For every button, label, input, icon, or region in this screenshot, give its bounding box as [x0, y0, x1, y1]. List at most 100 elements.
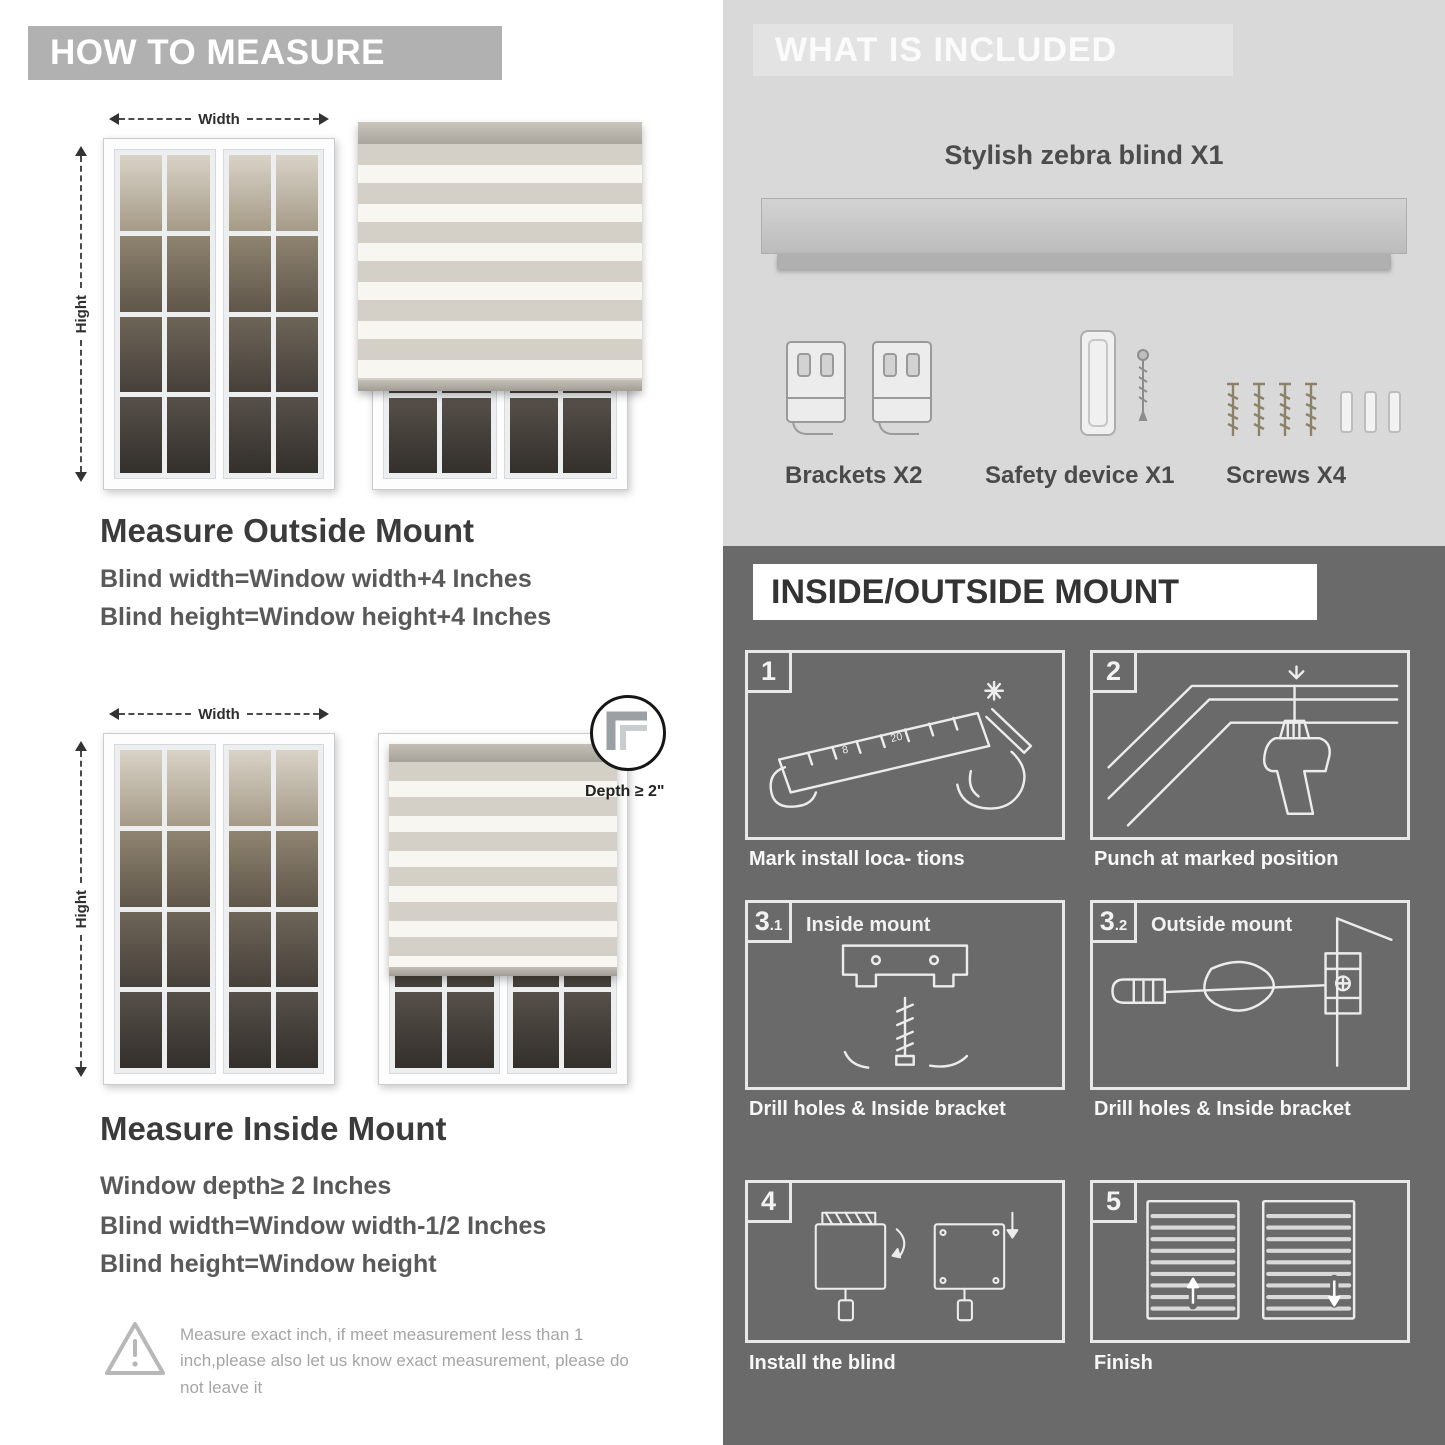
frame-corner-icon [606, 711, 647, 750]
window-pane [228, 750, 271, 826]
step-number: 5 [1093, 1183, 1137, 1223]
height-label: Hight [72, 294, 90, 334]
width-label: Width [198, 705, 240, 723]
window-pane [228, 235, 271, 312]
step-panel-3-2: 3.2 Outside mount [1090, 900, 1410, 1090]
included-blind-cassette-lip [777, 253, 1391, 269]
window-pane [228, 316, 271, 393]
brackets-label: Brackets X2 [785, 462, 923, 489]
arrow-left-icon [103, 113, 119, 125]
arrow-right-icon [319, 708, 335, 720]
arrow-left-icon [103, 708, 119, 720]
depth-callout-circle [590, 695, 666, 771]
window-pane [395, 992, 442, 1068]
window-pane [120, 235, 163, 312]
window-pane [167, 911, 210, 988]
step-number: 4 [748, 1183, 792, 1223]
window-pane [120, 316, 163, 393]
height-arrow-inside: Hight [72, 735, 90, 1083]
window-pane [120, 992, 163, 1068]
outside-mount-title: Measure Outside Mount [100, 512, 475, 549]
step-caption-1: Mark install loca- tions [749, 848, 965, 870]
window-pane [564, 992, 611, 1068]
window-pane [120, 830, 163, 907]
window-pane [446, 992, 494, 1068]
window-pane [228, 911, 271, 988]
width-arrow-outside: Width [103, 110, 335, 128]
window-photo-outside [103, 138, 335, 490]
what-is-included-header: WHAT IS INCLUDED [753, 24, 1233, 76]
window-sash [222, 149, 324, 479]
measure-note: Measure exact inch, if meet measurement … [180, 1325, 629, 1397]
outside-bracket-sketch-icon [1111, 917, 1393, 1067]
width-arrow-inside: Width [103, 705, 335, 723]
window-pane [120, 750, 163, 826]
what-is-included-section: WHAT IS INCLUDED Stylish zebra blind X1 [723, 0, 1445, 546]
window-sash [222, 744, 324, 1074]
step-panel-5: 5 [1090, 1180, 1410, 1343]
step-number: 3.1 [748, 903, 792, 943]
mount-guide-header: INSIDE/OUTSIDE MOUNT [753, 564, 1317, 620]
window-pane [275, 397, 318, 473]
mark-locations-sketch-icon: 8 20 [769, 680, 1033, 810]
step-panel-1: 8 20 1 [745, 650, 1065, 840]
blind-bottom-rail [358, 380, 642, 391]
step-caption-3-2: Drill holes & Inside bracket [1094, 1098, 1351, 1120]
height-label: Hight [72, 889, 90, 929]
blind-stripes [358, 144, 642, 380]
window-pane [167, 235, 210, 312]
step-panel-3-1: 3.1 Inside mount [745, 900, 1065, 1090]
how-to-measure-header: HOW TO MEASURE [28, 26, 502, 80]
zebra-blind-inside [389, 744, 617, 976]
step-number: 3.2 [1093, 903, 1137, 943]
arrow-right-icon [319, 113, 335, 125]
inside-rule-2: Blind width=Window width-1/2 Inches [100, 1212, 547, 1240]
step-number: 2 [1093, 653, 1137, 693]
inside-rule-1: Window depth≥ 2 Inches [100, 1172, 392, 1200]
window-pane [228, 397, 271, 473]
window-pane [228, 992, 271, 1068]
svg-text:20: 20 [889, 731, 903, 745]
step-caption-2: Punch at marked position [1094, 848, 1339, 870]
height-arrow-outside: Hight [72, 140, 90, 488]
arrow-down-icon [75, 472, 87, 488]
window-pane [120, 911, 163, 988]
window-photo-inside [103, 733, 335, 1085]
window-pane [120, 397, 163, 473]
window-pane [275, 316, 318, 393]
blind-cassette [358, 122, 642, 144]
screws-label: Screws X4 [1226, 462, 1347, 489]
window-pane [389, 397, 438, 473]
step-panel-4: 4 [745, 1180, 1065, 1343]
mount-guide-section: INSIDE/OUTSIDE MOUNT 8 20 1 Mark install… [723, 546, 1445, 1445]
arrow-up-icon [75, 735, 87, 751]
finish-sketch-icon [1146, 1199, 1356, 1320]
window-sash [114, 149, 216, 479]
window-pane [167, 155, 210, 231]
inside-mount-title: Measure Inside Mount [100, 1110, 447, 1147]
window-pane [275, 830, 318, 907]
window-pane [512, 992, 560, 1068]
drill-sketch-icon [1107, 665, 1399, 827]
window-pane [167, 316, 210, 393]
window-pane [275, 155, 318, 231]
blind-cassette [389, 744, 617, 762]
safety-device-icon [1080, 330, 1149, 436]
step-caption-4: Install the blind [749, 1352, 896, 1374]
screws-icon [1227, 382, 1401, 436]
inside-bracket-sketch-icon [841, 944, 969, 1069]
step-panel-2: 2 [1090, 650, 1410, 840]
included-blind-label: Stylish zebra blind X1 [944, 140, 1224, 170]
step-caption-3-1: Drill holes & Inside bracket [749, 1098, 1006, 1120]
inside-rule-3: Blind height=Window height [100, 1250, 437, 1278]
install-blind-sketch-icon [814, 1211, 1019, 1322]
brackets-icon [786, 341, 932, 435]
svg-text:8: 8 [841, 744, 850, 757]
window-pane [167, 992, 210, 1068]
arrow-up-icon [75, 140, 87, 156]
arrow-down-icon [75, 1067, 87, 1083]
outside-rule-1: Blind width=Window width+4 Inches [100, 565, 532, 593]
included-blind-cassette [761, 198, 1407, 254]
width-label: Width [198, 110, 240, 128]
